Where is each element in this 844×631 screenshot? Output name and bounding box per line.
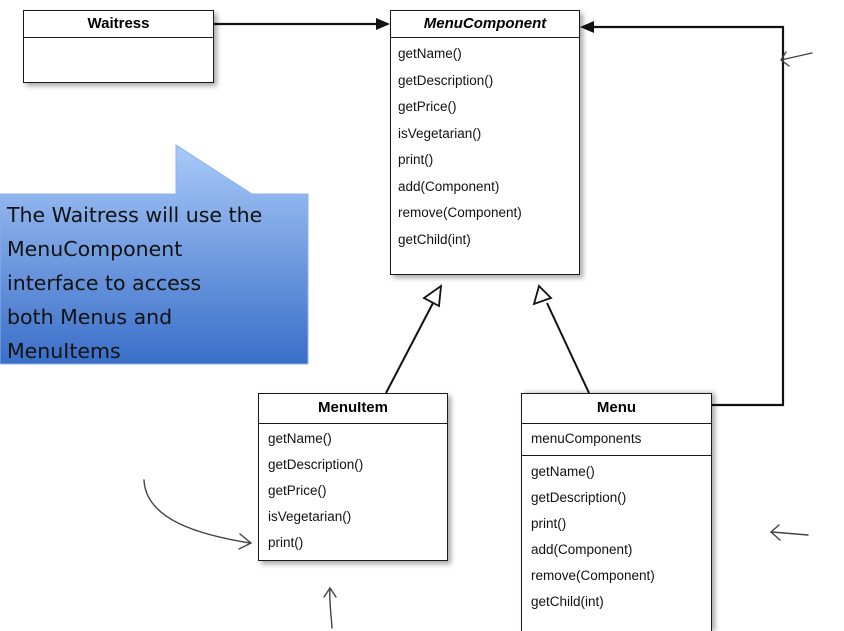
class-menu-component: MenuComponent getName() getDescription()… <box>390 10 580 275</box>
method: print() <box>398 152 434 167</box>
class-title: MenuItem <box>259 394 447 424</box>
method: getChild(int) <box>398 231 471 247</box>
methods-section: getName() getDescription() print() add(C… <box>522 456 711 620</box>
methods-section: getName() getDescription() getPrice() is… <box>391 38 579 258</box>
sketch-arrow-bottom <box>323 586 337 629</box>
method: print() <box>268 535 304 550</box>
method: add(Component) <box>531 542 633 557</box>
callout-line: interface to access <box>7 271 202 295</box>
method: getDescription() <box>398 72 494 88</box>
class-title: Menu <box>522 394 711 424</box>
sketch-arrow-left <box>143 479 253 550</box>
sketch-arrows <box>143 51 813 629</box>
sketch-arrow-top-right <box>780 51 813 67</box>
method: getPrice() <box>398 99 457 114</box>
class-title: Waitress <box>24 11 213 38</box>
fields-section: menuComponents <box>522 424 711 456</box>
method: isVegetarian() <box>398 125 482 141</box>
class-waitress: Waitress <box>23 10 214 83</box>
inheritance-menuitem <box>385 302 434 394</box>
class-menu: Menu menuComponents getName() getDescrip… <box>521 393 712 631</box>
method: getName() <box>268 431 332 446</box>
method: getPrice() <box>268 483 327 498</box>
callout-line: The Waitress will use the <box>7 203 263 227</box>
method: getDescription() <box>268 457 364 472</box>
callout-text: The Waitress will use the MenuComponent … <box>7 198 307 368</box>
inheritance-triangle-menu <box>532 284 553 306</box>
method: getName() <box>398 46 462 61</box>
class-menu-item: MenuItem getName() getDescription() getP… <box>258 393 448 561</box>
callout-bubble <box>0 144 309 365</box>
method: remove(Component) <box>531 568 655 583</box>
inheritance-menu <box>546 302 590 394</box>
method: getChild(int) <box>531 594 604 609</box>
methods-section: getName() getDescription() getPrice() is… <box>259 424 447 561</box>
method: getName() <box>531 464 595 479</box>
method: print() <box>531 516 567 531</box>
inheritance-triangle-menuitem <box>422 284 443 308</box>
method: isVegetarian() <box>268 509 352 524</box>
aggregation-menu-to-menucomponent <box>594 25 785 407</box>
method: add(Component) <box>398 178 500 194</box>
association-arrowhead <box>376 18 390 30</box>
callout-line: both Menus and <box>7 305 173 329</box>
aggregation-arrowhead <box>580 21 594 33</box>
method: remove(Component) <box>398 205 522 220</box>
callout-line: MenuComponent <box>7 237 183 261</box>
field: menuComponents <box>531 431 642 446</box>
callout-line: MenuItems <box>7 339 121 363</box>
sketch-arrow-right <box>769 524 809 541</box>
method: getDescription() <box>531 490 627 505</box>
class-title: MenuComponent <box>391 11 579 38</box>
